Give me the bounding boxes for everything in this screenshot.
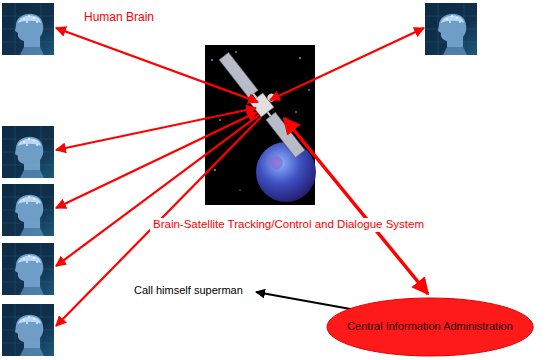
brain-head-icon	[2, 243, 54, 295]
satellite-picture	[205, 45, 316, 205]
red-arrow	[56, 115, 259, 266]
node-title: Central Information Administration	[347, 320, 513, 333]
note-label: Call himself superman	[134, 284, 243, 297]
brain-head-icon	[2, 184, 54, 236]
red-arrow	[56, 108, 256, 150]
brain-head-icon	[2, 126, 54, 178]
note-label: Human Brain	[84, 10, 154, 24]
black-arrow	[256, 292, 356, 310]
red-arrow	[284, 118, 428, 294]
system-caption: Brain-Satellite Tracking/Control and Dia…	[150, 218, 427, 232]
brain-head-icon	[2, 304, 54, 356]
red-arrow	[56, 112, 257, 208]
red-arrow	[56, 28, 258, 102]
brain-head-icon	[2, 3, 54, 55]
brain-head-icon	[425, 3, 477, 55]
red-arrow	[270, 28, 424, 100]
admin-ellipse: Central Information Administration	[326, 297, 534, 357]
